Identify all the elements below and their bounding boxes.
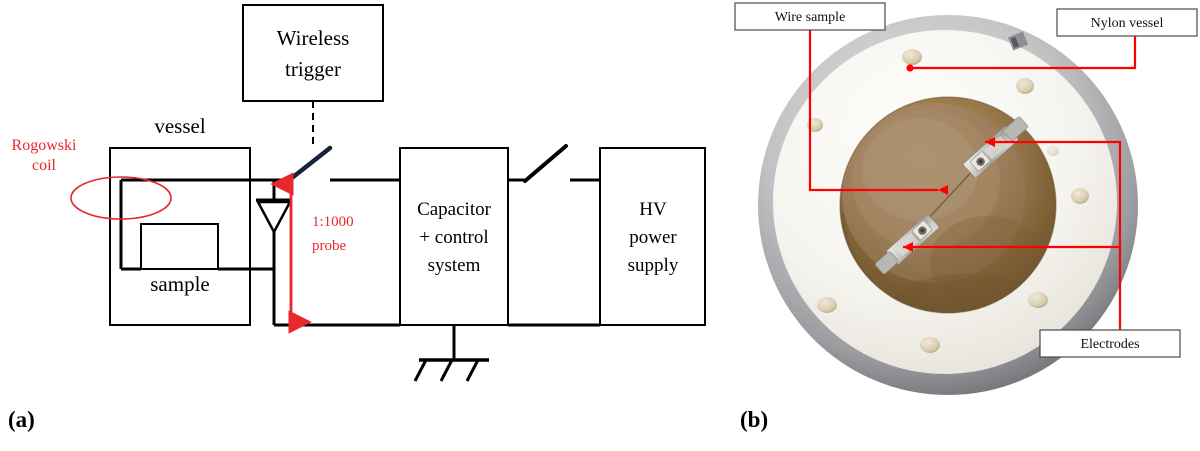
block-capacitor-line3: system — [428, 255, 481, 276]
panel-b-photograph: Wire sample Nylon vessel Electrodes — [720, 0, 1200, 451]
block-wireless-trigger-line1: Wireless — [277, 26, 350, 50]
rogowski-coil-label-line2: coil — [32, 157, 57, 174]
block-capacitor-line2: + control — [419, 227, 488, 248]
probe-label-line1: 1:1000 — [312, 214, 354, 230]
charging-switch — [523, 144, 568, 183]
callout-electrodes-label: Electrodes — [1080, 337, 1139, 352]
electrode-lower — [875, 214, 940, 275]
electrode-upper — [963, 116, 1028, 178]
bolt-holes — [807, 49, 1089, 353]
block-capacitor-line1: Capacitor — [417, 199, 492, 220]
nylon-vessel-dot — [906, 64, 914, 72]
callout-electrodes: Electrodes — [1039, 329, 1181, 358]
block-capacitor-control: Capacitor + control system — [399, 147, 509, 326]
block-wireless-trigger: Wireless trigger — [242, 4, 384, 102]
circuit-diagram-svg: Wireless trigger vessel sample — [12, 4, 706, 382]
sample-box: sample — [140, 223, 219, 296]
callout-wire-sample-label: Wire sample — [775, 10, 846, 25]
electrode-lower-arrowhead — [903, 242, 913, 252]
callout-wire-sample: Wire sample — [734, 2, 886, 31]
spark-gap-switch — [285, 145, 333, 184]
callout-nylon-vessel-label: Nylon vessel — [1091, 16, 1164, 31]
rogowski-coil-label-line1: Rogowski — [12, 137, 77, 154]
probe-label-line2: probe — [312, 238, 346, 254]
sample-label: sample — [150, 272, 209, 296]
earth-ground — [413, 325, 489, 382]
subfigure-caption-b: (b) — [740, 407, 769, 432]
charging-loop-wiring — [508, 178, 600, 327]
subfigure-caption-a: (a) — [8, 407, 35, 432]
vessel-photo-svg: Wire sample Nylon vessel Electrodes — [734, 2, 1198, 395]
block-hv-line2: power — [629, 227, 677, 248]
rim-clip — [1007, 31, 1029, 51]
rogowski-coil-ellipse — [70, 176, 172, 220]
diode — [255, 198, 293, 235]
wire-sample — [924, 164, 979, 223]
wire-sample-arrowhead — [938, 185, 948, 195]
electrode-upper-arrowhead — [985, 137, 995, 147]
panel-a-schematic: Wireless trigger vessel sample — [12, 4, 706, 382]
block-hv-line1: HV — [639, 199, 667, 220]
block-hv-line3: supply — [628, 255, 679, 276]
block-wireless-trigger-line2: trigger — [285, 57, 341, 81]
photo-leader-lines — [808, 30, 1137, 330]
block-hv-power-supply: HV power supply — [599, 147, 706, 326]
vessel-label: vessel — [154, 114, 205, 138]
photo-leader-arrowheads — [903, 137, 995, 252]
chamber-stain-detail — [840, 103, 1046, 313]
photo-leader-dots — [906, 64, 914, 72]
callout-nylon-vessel: Nylon vessel — [1056, 8, 1198, 37]
